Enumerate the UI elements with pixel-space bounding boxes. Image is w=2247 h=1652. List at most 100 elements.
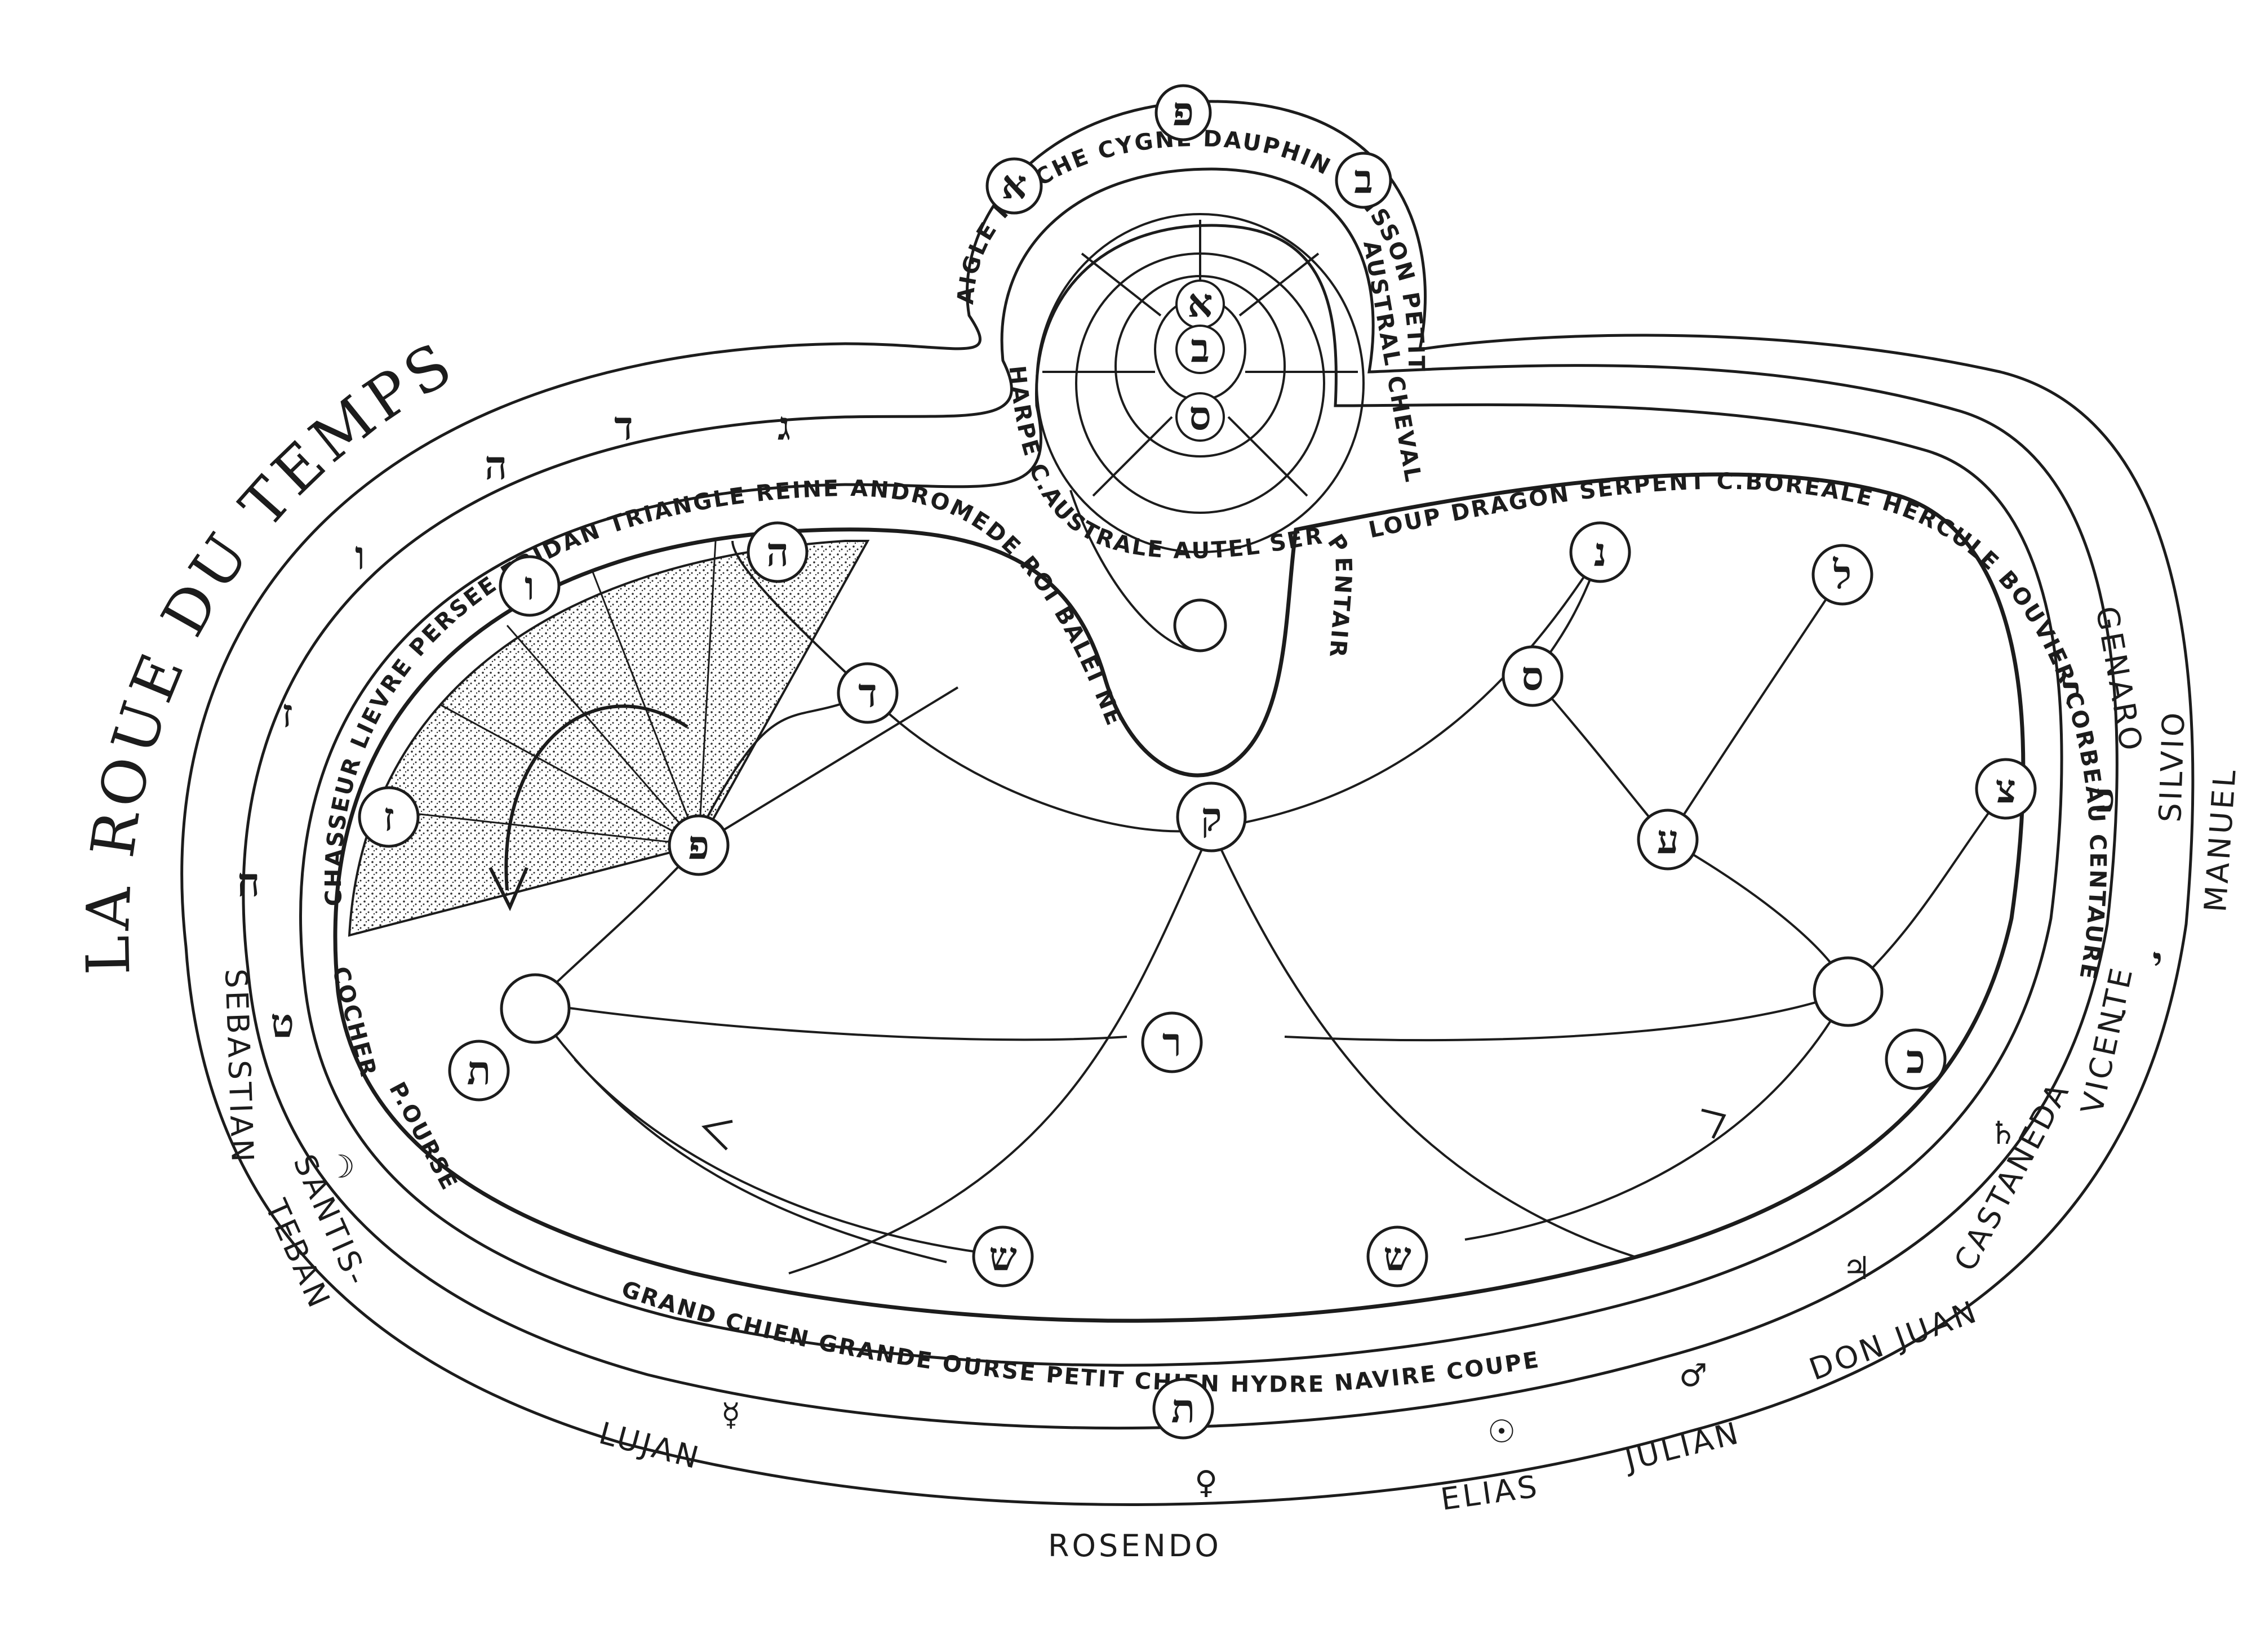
const-autel: AUTEL (1173, 533, 1263, 564)
node-circle (1366, 1225, 1428, 1287)
core-circle (1175, 392, 1225, 442)
node-letter: ז (383, 793, 394, 840)
const-hydre: HYDRE (1230, 1371, 1325, 1398)
name-vicente: VICENTE (2074, 962, 2140, 1117)
fan-arrow-arc (504, 704, 689, 891)
node-letter: ק (1201, 793, 1222, 840)
ring-letter-vav: ו (355, 532, 365, 579)
stippled-fan (348, 540, 870, 937)
node-letter: ס (1521, 652, 1544, 699)
core-letter: ב (1191, 325, 1210, 371)
const-ourse: OURSE (941, 1351, 1038, 1387)
ring-letter-dalet: ד (614, 402, 633, 449)
constellation-band-outer (299, 224, 2063, 1367)
node-letter: פ (688, 821, 709, 868)
saturn-symbol: ♄ (1989, 1115, 2017, 1152)
core-letter: ס (1189, 392, 1211, 439)
loop-node-letter: א (1002, 161, 1027, 208)
loop-node-letter: ב (1354, 156, 1373, 202)
name-silvio: SILVIO (2152, 709, 2192, 823)
node-circle (1811, 544, 1873, 606)
const-cocher: COCHER (327, 964, 381, 1081)
const-navire: NAVIRE (1334, 1361, 1439, 1396)
name-don-juan: DON JUAN (1805, 1293, 1983, 1387)
const-dragon: DRAGON (1449, 481, 1571, 527)
name-castaneda: CASTANEDA (1947, 1075, 2077, 1277)
node-letter: נ (1594, 529, 1607, 575)
outer-contour (180, 100, 2195, 1506)
ring-letter-lamed: ל (2062, 667, 2081, 714)
name-julian: JULIAN (1620, 1415, 1744, 1478)
venus-symbol: ♀ (1194, 1464, 1218, 1501)
node-letter: ת (467, 1047, 491, 1094)
const-grand: GRAND (618, 1276, 720, 1330)
spoke-3 (1081, 252, 1162, 317)
ring-letter-he: ה (485, 442, 507, 489)
node-letter: ע (1657, 816, 1679, 863)
const-centaure: CENTAURE (2074, 833, 2111, 983)
const-coupe: COUPE (1445, 1347, 1542, 1385)
node-circle (1176, 781, 1247, 852)
const-c-boreale: C.BOREALE (1716, 469, 1876, 512)
node-circle (1502, 645, 1564, 707)
const-ne: NE (1089, 686, 1127, 730)
node-circle (1813, 956, 1884, 1027)
node-circle (1885, 1028, 1947, 1090)
node-circle (358, 786, 420, 848)
inner-network (534, 540, 2007, 1274)
name-rosendo: ROSENDO (1048, 1528, 1222, 1564)
ring-letter-zayin: ז (282, 690, 293, 736)
fan-shade (348, 540, 870, 937)
const-grande: GRANDE (816, 1330, 935, 1375)
const-pegase: PEGASE (0, 0, 10, 6)
spoke-6 (1227, 416, 1308, 497)
name-sebastian: SEBASTIAN (218, 968, 260, 1165)
node-circle (747, 521, 809, 583)
loop-node-circle (985, 157, 1043, 215)
svg-text:GRAND CHIEN: GRAND CHIEN GRANDE OURSE PETIT CHIEN HYD… (618, 1276, 1542, 1398)
const-roi: ROI (1015, 551, 1066, 607)
mercury-symbol: ☿ (721, 1397, 740, 1433)
const-balei: BALEI (1049, 602, 1109, 687)
moon-symbol: ☽ (327, 1149, 355, 1185)
node-circle (1152, 1378, 1214, 1440)
node-letter: ו (525, 562, 535, 609)
name-band-inner (242, 167, 2119, 1430)
outer-ring-letters: ג ד ה ו ז ח ט י כ ל (237, 402, 2162, 1046)
ring-letter-kaf: כ (2096, 774, 2115, 821)
node-circle (1637, 809, 1699, 871)
name-manuel: MANUEL (2197, 766, 2243, 913)
node-circle (1569, 521, 1631, 583)
node-circle (972, 1225, 1034, 1287)
loop-node-letter: פ (1173, 88, 1194, 135)
node-letter: ת (1171, 1385, 1196, 1432)
const-persee: PERSEE (405, 571, 503, 661)
flow-arrows (701, 1108, 1726, 1151)
const-dauphin: DAUPHIN (1203, 126, 1336, 180)
spoke-2 (1238, 252, 1320, 317)
ring-letter-gimel: ג (778, 402, 791, 449)
const-serpent: SERPENT (1578, 469, 1707, 505)
node-letter: צ (1996, 765, 2017, 812)
node-letter: ש (1383, 1233, 1411, 1280)
const-andromede: ANDROMEDE (850, 476, 1027, 561)
node-circle (500, 973, 571, 1044)
node-circle (1173, 598, 1227, 652)
outer-ring-group (180, 100, 2195, 1506)
ring-letter-tet: ט (270, 1000, 294, 1046)
const-reine: REINE (754, 476, 840, 507)
fan-arrow-head (489, 867, 529, 912)
const-aigle: AIGLE (953, 217, 1003, 305)
node-letter: ר (1162, 1019, 1182, 1065)
const-hercule: HERCULE (1879, 490, 2004, 576)
node-circle (837, 662, 899, 724)
planet-symbols: ☽ ☿ ♀ ☉ ♂ ♃ ♄ , (327, 985, 2129, 1501)
ring-letter-het: ח (237, 859, 260, 905)
node-letter: ד (858, 669, 877, 716)
loop-node-circle (1154, 84, 1212, 141)
spoke-7 (1092, 416, 1173, 497)
const-triangle: TRIANGLE (606, 482, 748, 538)
const-chien: CHIEN (722, 1308, 812, 1353)
